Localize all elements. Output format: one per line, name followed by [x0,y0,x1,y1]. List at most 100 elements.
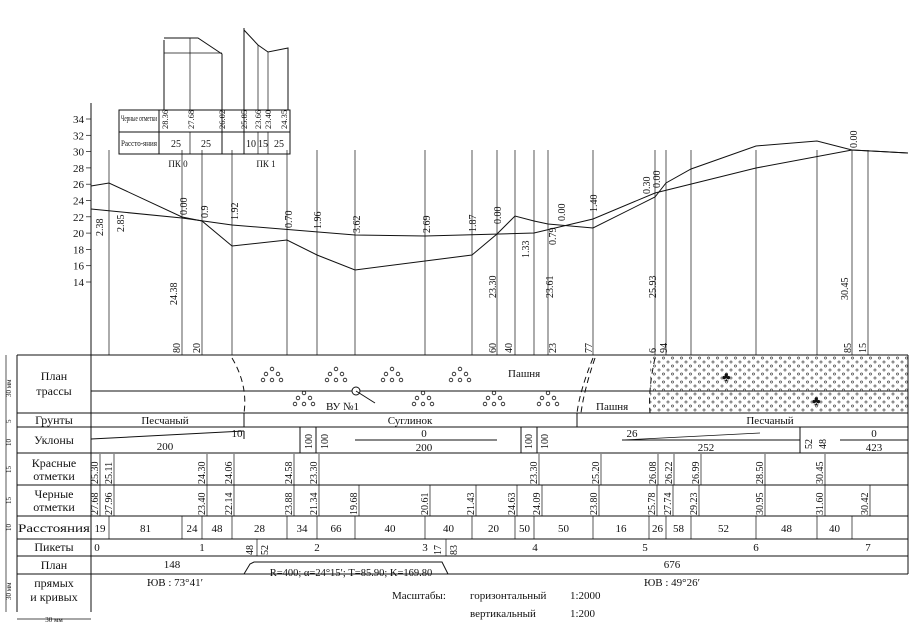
picket-number: 5 [642,542,648,554]
ground-line [90,140,909,271]
plus-value: 6 [648,348,659,353]
cross-pk1-dist-3: 25 [274,139,284,150]
cross-dist-label: Рассто-яния [121,138,157,148]
picket-number: 4 [532,542,538,554]
row-label-dist: Расстояния [18,521,91,535]
work-mark: 0.00 [179,198,190,216]
red-value: 25.11 [104,462,115,484]
axis-tick-label: 22 [73,212,84,224]
row-label-pickets: Пикеты [34,540,73,554]
work-mark: 1.96 [313,212,324,230]
work-mark: 2.85 [116,215,127,233]
red-value: 23.30 [309,462,320,485]
plan-arable-2: Пашня [596,401,628,413]
black-value: 21.34 [309,493,320,516]
plus-value: 23 [548,343,559,353]
dim-30mm-bottom: 30 мм [45,616,63,624]
cross-section-pk1 [243,28,289,111]
dim-5: 5 [5,419,13,423]
bush-icon [482,390,506,407]
black-value: 22.14 [224,493,235,516]
axis-tick-label: 18 [73,244,85,256]
plan-vu-label: ВУ №1 [326,401,359,413]
plus-value: 20 [192,343,203,353]
plus-value: 40 [504,343,515,353]
work-mark: 0.79 [548,228,559,246]
cross-pk1-dist-2: 15 [258,139,268,150]
red-value: 24.58 [284,462,295,485]
distance-value: 81 [140,523,151,535]
distance-value: 34 [297,523,309,535]
plan-curves-row: 148 676 R=400; α=24°15′; T=85.90; K=169.… [91,559,908,589]
plan-right-bearing: ЮВ : 49°26′ [644,577,700,589]
black-value: 29.23 [689,493,700,516]
dim-15: 15 [5,466,13,474]
black-value: 27.96 [104,493,115,516]
work-mark: 1.92 [230,203,241,221]
black-value: 23.80 [589,493,600,516]
vert-value: 25.93 [648,276,659,299]
cross-section-table: Черные отметки Рассто-яния 28.36 27.68 2… [118,109,291,169]
row-label-plan-1: План [41,369,68,383]
bush-icon [380,366,404,383]
black-value: 20.61 [420,493,431,516]
picket-number: 3 [422,542,428,554]
axis-tick-label: 16 [73,261,85,273]
dim-10b: 10 [5,524,13,532]
picket-number: 7 [865,542,871,554]
cross-pk1-label: ПК 1 [256,159,275,169]
black-value: 27.68 [90,493,101,516]
tree-icon: ♣ [812,393,821,408]
work-mark: 2.69 [422,216,433,234]
slope-6-bottom: 48 [818,439,829,449]
cross-pk0-dist-1: 25 [171,139,181,150]
cross-pk0-mark-3: 26.02 [217,110,227,129]
cross-pk1-mark-4: 24.35 [279,110,289,129]
soils-row: Песчаный Суглинок Песчаный [141,413,794,427]
cross-black-label: Черные отметки [121,113,157,123]
cross-pk0-dist-2: 25 [201,139,211,150]
plan-row: ВУ №1 Пашня Пашня ♣ ♣ [91,356,908,414]
row-label-black-1: Черные [35,487,74,501]
bush-icon [536,390,560,407]
red-value: 25.30 [90,462,101,485]
plus-value: 80 [172,343,183,353]
slope-2-top: 100 [304,434,315,449]
plus-value: 15 [858,343,869,353]
red-value: 28.50 [755,462,766,485]
black-value: 23.88 [284,493,295,516]
slope-5-bottom: 252 [698,442,715,454]
bush-icon [324,366,348,383]
row-labels: План трассы Грунты Уклоны Красные отметк… [18,369,91,604]
bush-icon [260,366,284,383]
slope-6-top: 52 [804,439,815,449]
distance-value: 26 [652,523,664,535]
distance-value: 40 [829,523,841,535]
black-value: 30.42 [860,493,871,516]
work-mark: 0.00 [849,131,860,149]
axis-tick-label: 30 [73,147,85,159]
bush-icon [448,366,472,383]
sand-hatch [650,356,908,412]
distance-value: 50 [519,523,531,535]
row-label-lines-1: прямых [34,576,74,590]
dim-15b: 15 [5,497,13,505]
distance-value: 40 [443,523,455,535]
red-value: 24.06 [224,462,235,485]
plan-left-bearing: ЮВ : 73°41′ [147,577,203,589]
picket-extra: 48 [245,545,256,555]
slope-1-bottom: 200 [157,441,174,453]
picket-number: 0 [94,542,100,554]
cross-section-pk0 [163,37,223,111]
axis-tick-label: 20 [73,228,85,240]
profile-verticals [108,150,869,355]
black-value: 23.40 [197,493,208,516]
slope-5-top: 26 [627,428,639,440]
work-mark: 0.30 [642,177,653,195]
work-mark: 0.9 [200,206,211,219]
plus-value: 77 [584,343,595,353]
row-label-red-2: отметки [33,469,75,483]
distance-value: 48 [212,523,224,535]
